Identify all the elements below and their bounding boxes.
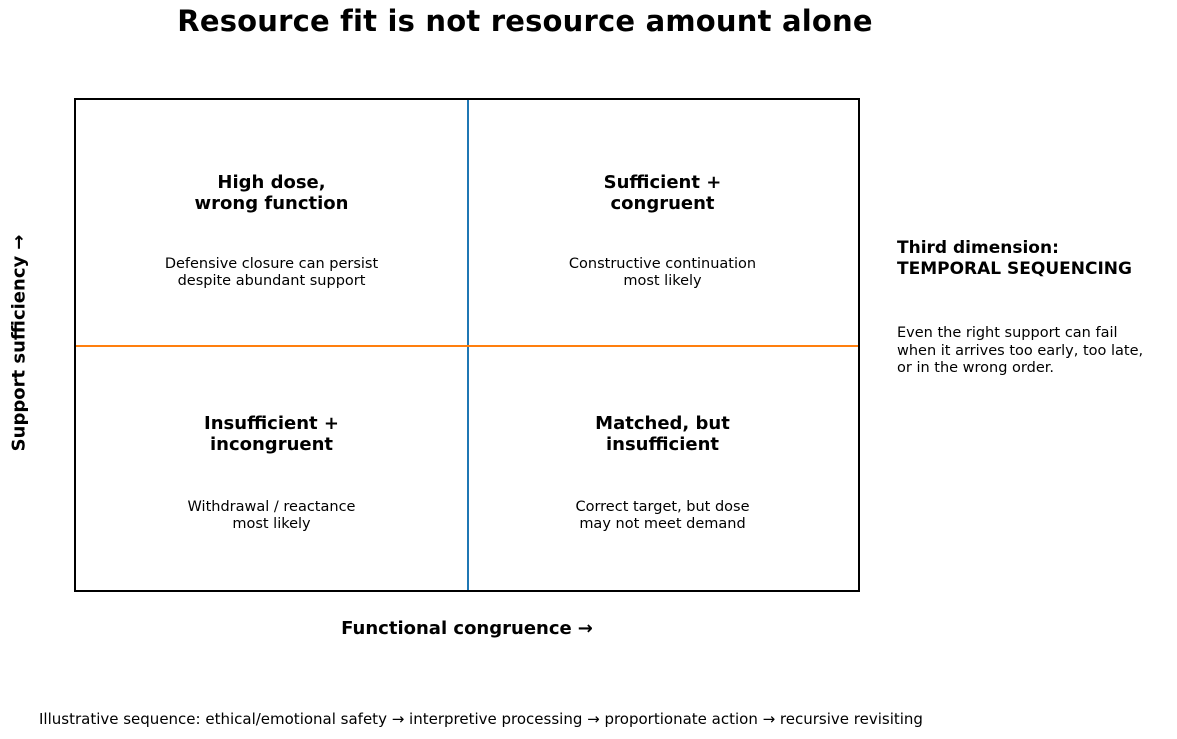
quadrant-description: Withdrawal / reactance most likely — [187, 499, 356, 532]
quadrant-title: Sufficient + congruent — [603, 172, 722, 214]
x-axis-label: Functional congruence→ — [74, 618, 860, 639]
quadrant-title: High dose, wrong function — [194, 172, 349, 214]
x-axis-label-text: Functional congruence — [341, 618, 572, 639]
quadrant-title: Insufficient + incongruent — [204, 413, 339, 455]
footer-sequence: Illustrative sequence: ethical/emotional… — [39, 710, 923, 728]
quadrant-description: Correct target, but dose may not meet de… — [575, 499, 750, 532]
y-axis-label-text: Support sufficiency — [8, 255, 30, 452]
quadrant-description: Constructive continuation most likely — [568, 256, 757, 289]
side-note-title: Third dimension: TEMPORAL SEQUENCING — [897, 238, 1132, 279]
up-arrow-icon: → — [8, 234, 30, 250]
horizontal-divider — [76, 345, 858, 347]
quadrant-top-right: Sufficient + congruent Constructive cont… — [467, 100, 858, 345]
quadrant-bottom-left: Insufficient + incongruent Withdrawal / … — [76, 345, 467, 590]
quadrant-title: Matched, but insufficient — [595, 413, 730, 455]
side-note-text: Even the right support can fail when it … — [897, 325, 1144, 376]
quadrant-bottom-right: Matched, but insufficient Correct target… — [467, 345, 858, 590]
quadrant-top-left: High dose, wrong function Defensive clos… — [76, 100, 467, 345]
quadrant-grid: High dose, wrong function Defensive clos… — [74, 98, 860, 592]
right-arrow-icon: → — [577, 618, 593, 639]
quadrant-description: Defensive closure can persist despite ab… — [164, 256, 379, 289]
diagram-title: Resource fit is not resource amount alon… — [177, 4, 873, 38]
y-axis-label: Support sufficiency → — [9, 235, 30, 452]
